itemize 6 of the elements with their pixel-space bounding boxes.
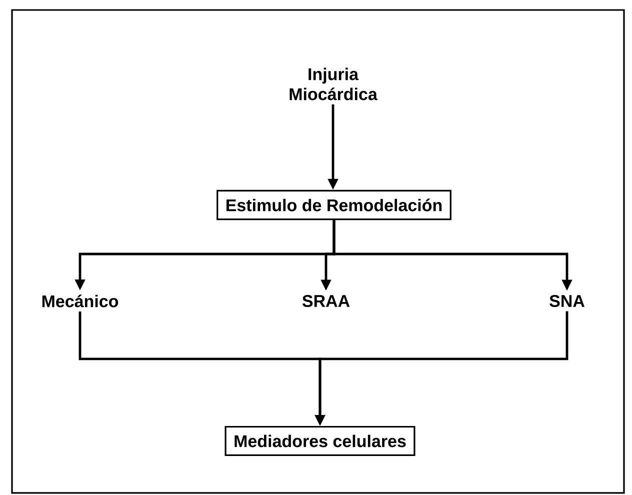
text-label: Mecánico bbox=[42, 294, 118, 308]
text-label: Injuria Miocárdica bbox=[290, 68, 378, 100]
text-label: SRAA bbox=[302, 294, 350, 308]
process-box: Mediadores celulares bbox=[224, 426, 416, 456]
process-box: Estimulo de Remodelación bbox=[216, 190, 452, 220]
text-label: SNA bbox=[550, 294, 584, 308]
